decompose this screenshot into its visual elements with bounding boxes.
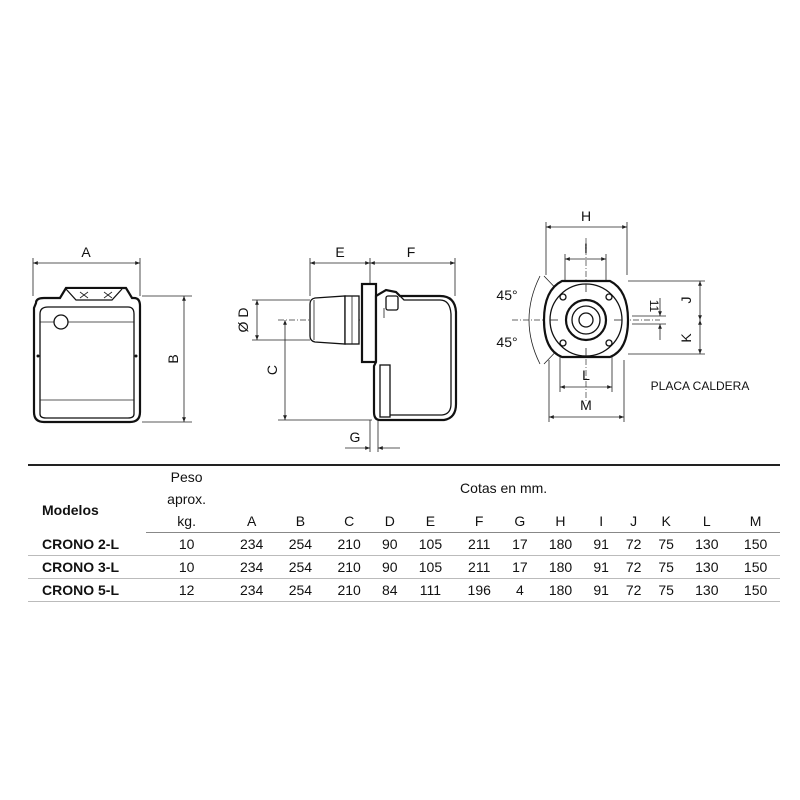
- cell-g: 4: [503, 578, 537, 602]
- model-name: CRONO 5-L: [28, 578, 146, 602]
- dim-label-k: K: [678, 333, 694, 343]
- cell-e: 105: [406, 532, 455, 556]
- dim-label-a: A: [81, 244, 91, 260]
- col-header-c: C: [324, 510, 374, 533]
- dim-label-11: 11: [647, 300, 661, 313]
- cell-j: 72: [617, 578, 650, 602]
- front-view: A B: [32, 244, 192, 424]
- cell-l: 130: [682, 555, 732, 579]
- weight-header-line-1: Peso: [146, 464, 228, 488]
- dim-label-b: B: [165, 354, 181, 363]
- col-header-h: H: [536, 510, 585, 533]
- angle-label-bottom: 45°: [496, 334, 517, 350]
- cell-m: 150: [731, 578, 780, 602]
- col-header-d: D: [373, 510, 407, 533]
- cell-h: 180: [536, 555, 585, 579]
- col-header-l: L: [682, 510, 732, 533]
- cell-e: 111: [406, 578, 455, 602]
- cell-d: 84: [373, 578, 407, 602]
- blast-tube: [309, 295, 346, 345]
- cell-k: 75: [649, 555, 683, 579]
- cell-e: 105: [406, 555, 455, 579]
- cell-b: 254: [276, 532, 325, 556]
- cell-j: 72: [617, 532, 650, 556]
- cell-d: 90: [373, 532, 407, 556]
- col-header-e: E: [406, 510, 455, 533]
- model-name: CRONO 3-L: [28, 555, 146, 579]
- cell-c: 210: [324, 578, 374, 602]
- dim-label-g: G: [350, 429, 361, 445]
- cell-k: 75: [649, 532, 683, 556]
- weight-header-line-2: aprox.: [167, 491, 207, 507]
- side-view: E F Ø D C G: [235, 244, 458, 452]
- dims-header: Cotas en mm.: [227, 464, 780, 510]
- weight-header-line-3: kg.: [146, 510, 228, 533]
- cell-f: 211: [454, 532, 504, 556]
- col-header-f: F: [454, 510, 504, 533]
- col-header-m: M: [731, 510, 780, 533]
- col-header-j: J: [617, 510, 650, 533]
- cell-f: 196: [454, 578, 504, 602]
- table-row: CRONO 2-L 10 234 254 210 90 105 211 17 1…: [28, 532, 780, 556]
- cell-h: 180: [536, 532, 585, 556]
- models-header: Modelos: [42, 502, 99, 519]
- cell-c: 210: [324, 555, 374, 579]
- cell-i: 91: [584, 578, 618, 602]
- reset-button-symbol: [53, 314, 69, 330]
- cell-weight: 10: [146, 532, 228, 556]
- dim-label-j: J: [678, 297, 694, 304]
- dim-label-m: M: [580, 397, 592, 413]
- cell-i: 91: [584, 555, 618, 579]
- dim-label-d: Ø D: [235, 308, 251, 333]
- cell-m: 150: [731, 555, 780, 579]
- col-header-i: I: [584, 510, 618, 533]
- dim-label-c: C: [264, 365, 280, 375]
- cell-j: 72: [617, 555, 650, 579]
- col-header-a: A: [227, 510, 277, 533]
- cell-a: 234: [227, 532, 277, 556]
- bolt-hole: [605, 339, 613, 347]
- cell-k: 75: [649, 578, 683, 602]
- model-name: CRONO 2-L: [28, 532, 146, 556]
- cell-g: 17: [503, 532, 537, 556]
- table-row: CRONO 3-L 10 234 254 210 90 105 211 17 1…: [28, 555, 780, 579]
- flange-view: H I J K 11 L M 45° 45°: [496, 208, 749, 422]
- bolt-hole: [559, 293, 567, 301]
- cell-b: 254: [276, 578, 325, 602]
- col-header-k: K: [649, 510, 683, 533]
- plate-caption: PLACA CALDERA: [651, 379, 750, 393]
- cell-d: 90: [373, 555, 407, 579]
- cell-l: 130: [682, 532, 732, 556]
- dim-label-h: H: [581, 208, 591, 224]
- cell-a: 234: [227, 555, 277, 579]
- col-header-b: B: [276, 510, 325, 533]
- dim-label-f: F: [407, 244, 416, 260]
- cell-h: 180: [536, 578, 585, 602]
- cell-b: 254: [276, 555, 325, 579]
- mounting-flange: [360, 282, 378, 364]
- dim-label-i: I: [584, 240, 588, 256]
- bolt-hole: [605, 293, 613, 301]
- cell-weight: 12: [146, 578, 228, 602]
- table-row: CRONO 5-L 12 234 254 210 84 111 196 4 18…: [28, 578, 780, 602]
- cell-l: 130: [682, 578, 732, 602]
- angle-label-top: 45°: [496, 287, 517, 303]
- cell-m: 150: [731, 532, 780, 556]
- cell-a: 234: [227, 578, 277, 602]
- cell-g: 17: [503, 555, 537, 579]
- cell-f: 211: [454, 555, 504, 579]
- cell-weight: 10: [146, 555, 228, 579]
- bolt-hole: [559, 339, 567, 347]
- cell-i: 91: [584, 532, 618, 556]
- cell-c: 210: [324, 532, 374, 556]
- col-header-g: G: [503, 510, 537, 533]
- dimensions-table: Peso Cotas en mm. Modelos aprox. kg. A B…: [28, 464, 780, 602]
- dim-label-e: E: [335, 244, 344, 260]
